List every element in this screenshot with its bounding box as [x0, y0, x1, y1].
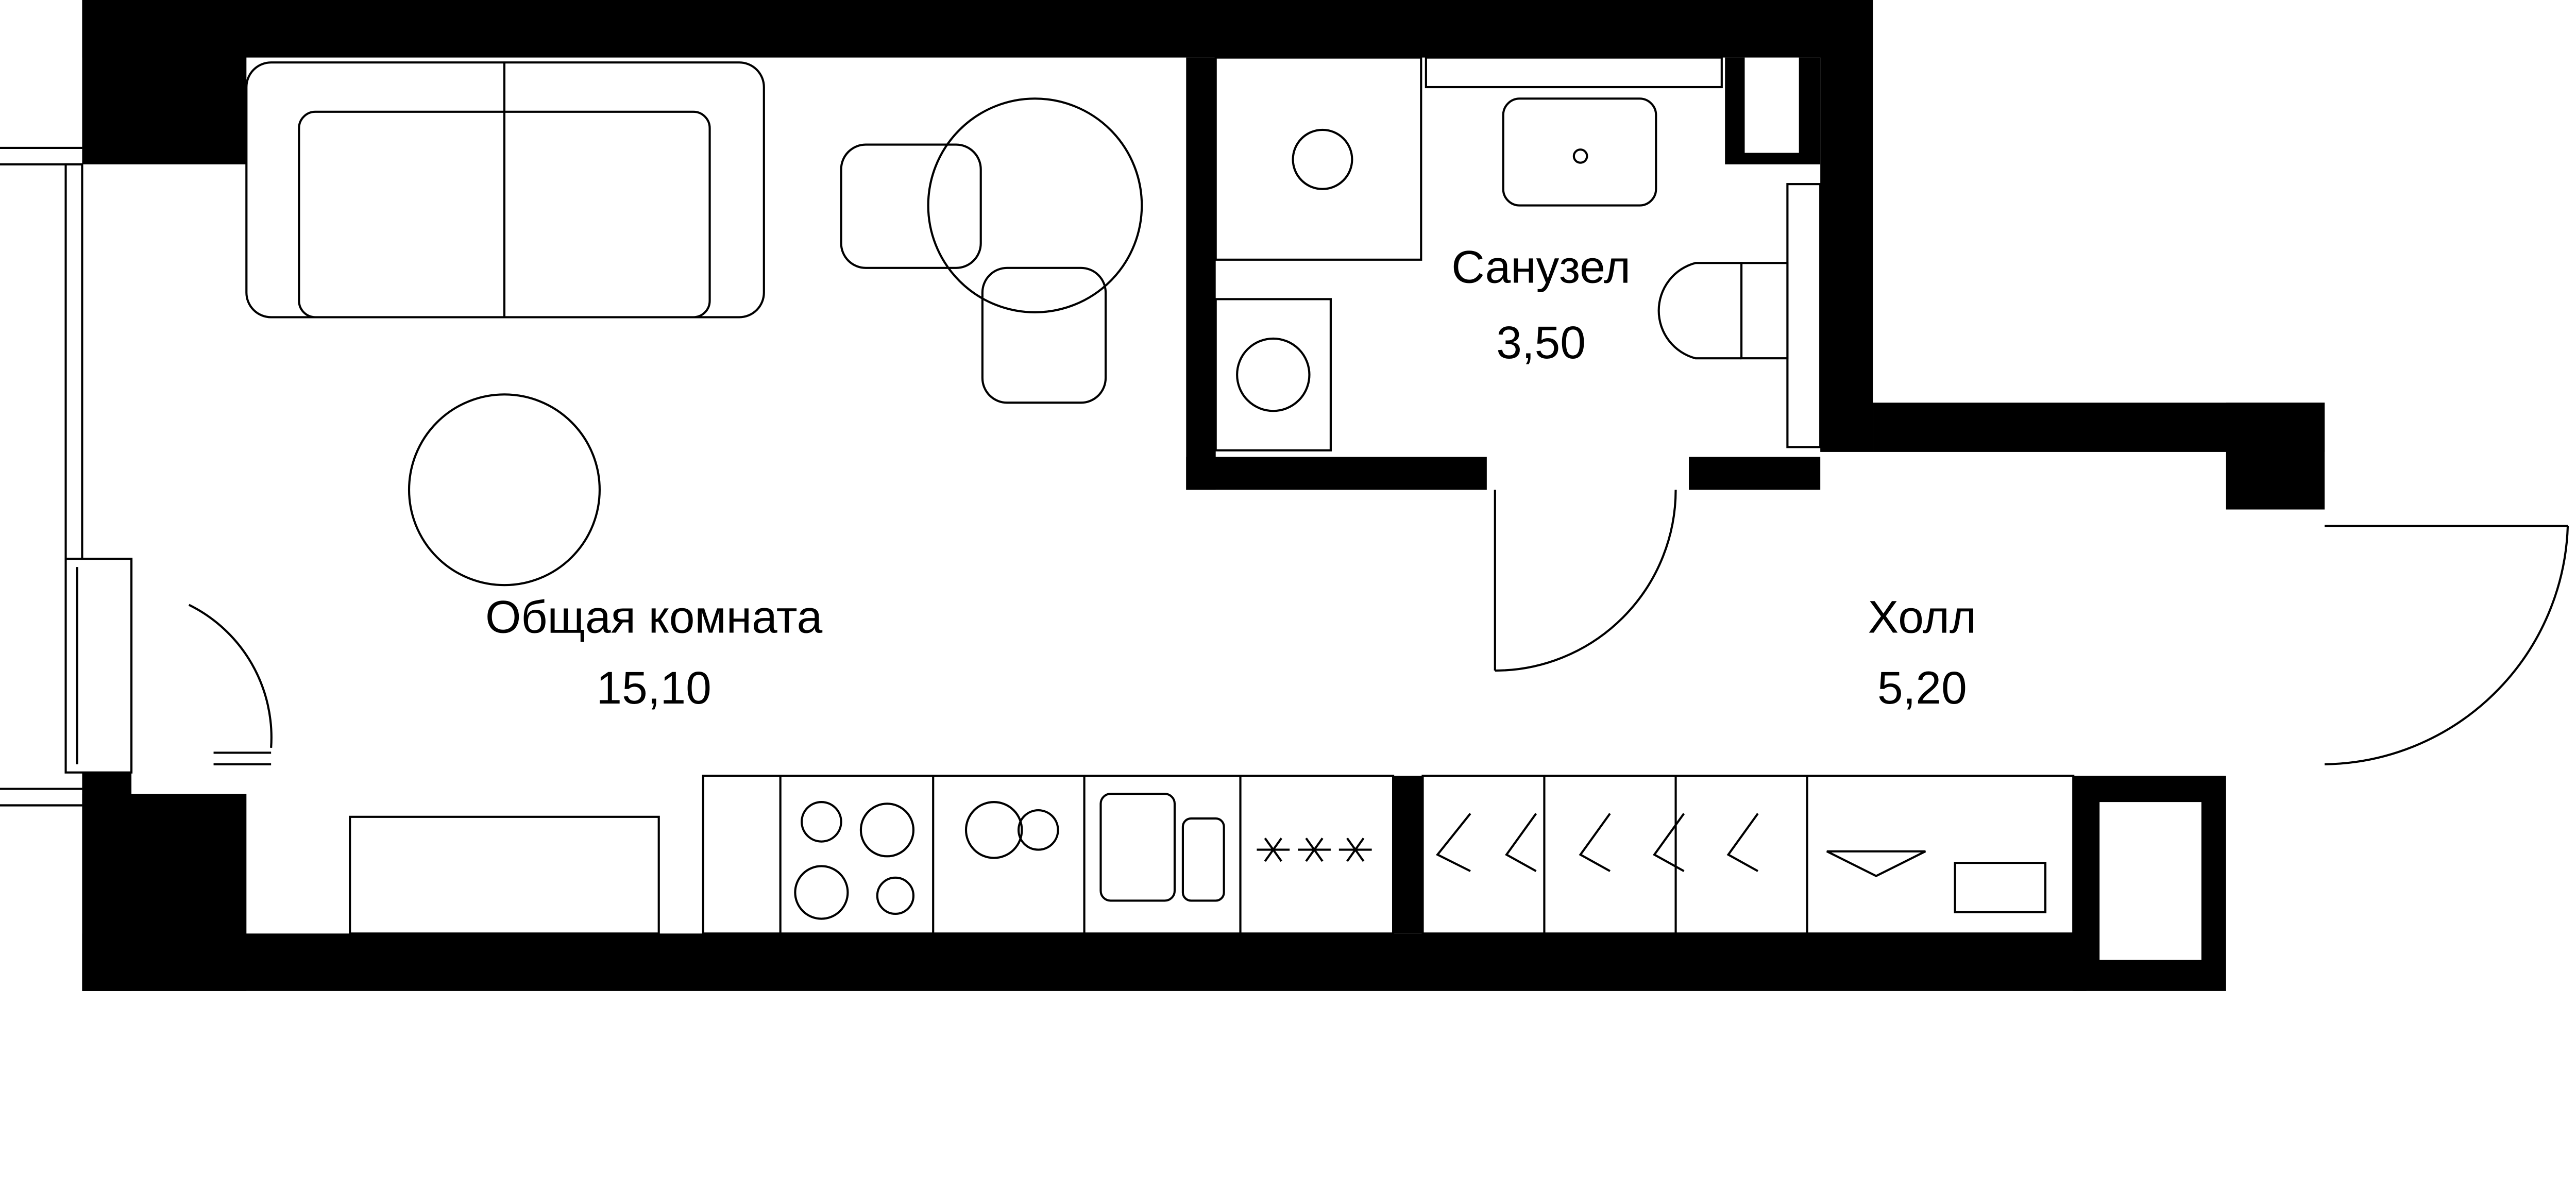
floor-plan: Общая комната 15,10 Санузел 3,50 Холл 5,… [0, 0, 2569, 991]
windows [0, 56, 1822, 807]
room-area: 5,20 [1877, 662, 1967, 713]
doors [188, 490, 2569, 765]
room-area: 3,50 [1496, 316, 1586, 368]
room-hall: Холл 5,20 [1868, 591, 1976, 713]
room-area: 15,10 [596, 662, 711, 713]
room-name: Санузел [1451, 241, 1631, 292]
room-name: Общая комната [485, 591, 823, 643]
room-living: Общая комната 15,10 [485, 591, 823, 713]
room-name: Холл [1868, 591, 1976, 643]
room-bathroom: Санузел 3,50 [1451, 241, 1631, 368]
walls [82, 0, 2325, 991]
furniture [245, 56, 2075, 935]
